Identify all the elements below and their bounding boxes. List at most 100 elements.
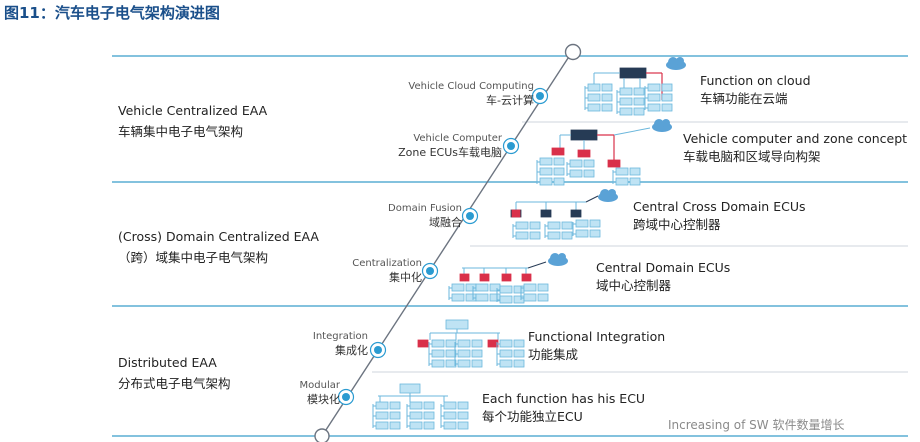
ecu-box <box>389 401 401 410</box>
ecu-box <box>633 107 645 116</box>
stage-node-dot <box>466 212 474 220</box>
desc-cn: 跨域中心控制器 <box>633 217 721 232</box>
ecu-box <box>529 231 541 240</box>
stage-cn: 域融合 <box>429 216 462 229</box>
ecu-box <box>551 147 565 156</box>
sw-increase-note: Increasing of SW 软件数量增长 <box>668 418 845 432</box>
stage-node-dot <box>342 393 350 401</box>
ecu-box <box>601 83 613 92</box>
connector <box>585 195 599 203</box>
stage-en: Modular <box>299 380 340 391</box>
tier-en: Distributed EAA <box>118 355 217 370</box>
ecu-box <box>499 295 513 304</box>
ecu-box <box>451 293 465 302</box>
stage-cn: 集中化 <box>389 271 422 284</box>
ecu-box <box>547 231 561 240</box>
ecu-box <box>619 87 633 96</box>
ecu-box <box>647 93 661 102</box>
evolution-start-node <box>314 428 330 442</box>
tier-en: Vehicle Centralized EAA <box>118 103 268 118</box>
ecu-box <box>661 83 673 92</box>
ecu-box <box>375 421 389 430</box>
ecu-box <box>431 339 445 348</box>
ecu-box <box>513 349 525 358</box>
ecu-box <box>633 97 645 106</box>
ecu-box <box>513 339 525 348</box>
ecu-box <box>583 169 595 178</box>
stage-vehicle-cloud-computing: Vehicle Cloud Computing 车-云计算 <box>408 80 534 108</box>
desc-en: Function on cloud <box>700 73 811 88</box>
stage-node-dot <box>426 267 434 275</box>
ecu-box <box>569 169 583 178</box>
ecu-box <box>471 349 483 358</box>
arch-vehicle-cloud <box>584 57 686 116</box>
ecu-box <box>589 219 601 228</box>
ecu-box <box>375 411 389 420</box>
ecu-box <box>443 401 457 410</box>
stage-cn: Zone ECUs车载电脑 <box>398 146 502 159</box>
stage-en: Vehicle Computer <box>413 133 502 144</box>
ecu-box <box>423 421 435 430</box>
ecu-box <box>539 157 553 166</box>
stage-en: Vehicle Cloud Computing <box>408 81 534 92</box>
ecu-box <box>471 359 483 368</box>
ecu-box <box>499 339 513 348</box>
stage-en: Domain Fusion <box>388 203 462 214</box>
tier-domain-centralized: (Cross) Domain Centralized EAA （跨）域集中电子电… <box>118 226 319 268</box>
arch-cross-domain <box>510 189 618 240</box>
arch-vehicle-computer <box>536 119 672 186</box>
arch-each-function-ecu <box>372 383 469 430</box>
ecu-box <box>515 221 529 230</box>
stage-en: Integration <box>312 331 368 342</box>
ecu-box <box>633 87 645 96</box>
stage-nodes <box>337 87 549 406</box>
ecu-box <box>457 359 471 368</box>
ecu-box <box>619 67 647 79</box>
tier-vehicle-centralized: Vehicle Centralized EAA 车辆集中电子电气架构 <box>118 100 267 142</box>
ecu-box <box>499 359 513 368</box>
ecu-box <box>513 359 525 368</box>
ecu-box <box>479 273 490 282</box>
desc-cn: 功能集成 <box>528 347 579 362</box>
desc-en: Vehicle computer and zone concept <box>683 131 908 146</box>
ecu-box <box>471 339 483 348</box>
cloud-icon <box>666 57 686 70</box>
desc-each-function-ecu: Each function has his ECU 每个功能独立ECU <box>482 390 645 426</box>
ecu-box <box>615 167 629 176</box>
ecu-box <box>569 159 583 168</box>
ecu-box <box>577 149 591 158</box>
ecu-box <box>431 349 445 358</box>
ecu-box <box>409 421 423 430</box>
ecu-box <box>540 209 552 218</box>
ecu-box <box>587 93 601 102</box>
desc-functional-integration: Functional Integration 功能集成 <box>528 328 665 364</box>
stage-node-dot <box>374 346 382 354</box>
arch-functional-integration <box>417 319 525 368</box>
ecu-box <box>443 421 457 430</box>
stage-node-dot <box>507 142 515 150</box>
ecu-box <box>431 359 445 368</box>
ecu-box <box>423 401 435 410</box>
ecu-box <box>513 285 525 294</box>
ecu-box <box>409 411 423 420</box>
ecu-box <box>629 177 641 186</box>
ecu-box <box>513 295 525 304</box>
ecu-box <box>529 221 541 230</box>
ecu-box <box>499 285 513 294</box>
ecu-box <box>445 319 469 330</box>
ecu-box <box>615 177 629 186</box>
stage-node-dot <box>536 92 544 100</box>
ecu-box <box>601 93 613 102</box>
ecu-box <box>539 167 553 176</box>
ecu-box <box>661 103 673 112</box>
ecu-box <box>523 293 537 302</box>
desc-en: Each function has his ECU <box>482 391 646 406</box>
ecu-box <box>587 103 601 112</box>
ecu-box <box>583 159 595 168</box>
stage-domain-fusion: Domain Fusion 域融合 <box>388 202 462 230</box>
desc-cn: 域中心控制器 <box>596 278 672 293</box>
ecu-box <box>647 103 661 112</box>
ecu-box <box>575 229 589 238</box>
evolution-end-node <box>564 43 582 61</box>
